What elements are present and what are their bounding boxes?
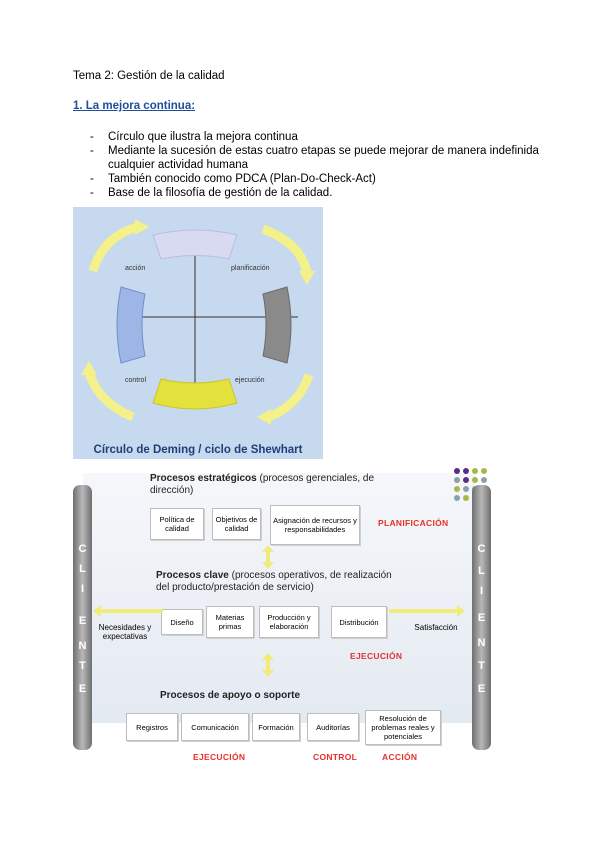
satisfaccion-text: Satisfacción <box>406 623 466 632</box>
plan-segment <box>153 230 237 259</box>
list-item: -Mediante la sucesión de estas cuatro et… <box>73 144 553 172</box>
document-title: Tema 2: Gestión de la calidad <box>73 70 225 82</box>
double-arrow-icon <box>261 653 275 677</box>
bullet-text: Base de la filosofía de gestión de la ca… <box>108 187 332 199</box>
pillar-letter: T <box>472 660 491 672</box>
arrowhead <box>257 409 271 425</box>
left-arrow-icon <box>93 605 163 617</box>
process-box: Diseño <box>161 609 203 635</box>
deming-cycle-diagram <box>73 207 323 442</box>
arrowhead <box>299 271 315 285</box>
label-accion: acción <box>125 265 145 272</box>
process-map-figure: C L I E N T E C L I E N T E Procesos est… <box>73 465 494 750</box>
pillar-letter: L <box>73 563 92 575</box>
bullet-marker: - <box>90 186 94 200</box>
process-box: Formación <box>252 713 300 741</box>
process-box: Materias primas <box>206 606 254 638</box>
process-box: Producción y elaboración <box>259 606 319 638</box>
pillar-letter: I <box>472 585 491 597</box>
process-box: Política de calidad <box>150 508 204 540</box>
label-ejecucion: ejecución <box>235 377 265 384</box>
necesidades-text: Necesidades y expectativas <box>95 623 155 641</box>
process-box: Registros <box>126 713 178 741</box>
process-box: Distribución <box>331 606 387 638</box>
list-item: - Círculo que ilustra la mejora continua <box>73 130 553 144</box>
key-processes-heading: Procesos clave (procesos operativos, de … <box>156 570 406 594</box>
bullet-text: Círculo que ilustra la mejora continua <box>108 131 298 143</box>
label-planificacion: planificación <box>231 265 270 272</box>
right-arrow-icon <box>389 605 465 617</box>
phase-label-control: CONTROL <box>313 752 357 762</box>
process-box: Asignación de recursos y responsabilidad… <box>270 505 360 545</box>
pillar-letter: E <box>73 615 92 627</box>
list-item: - También conocido como PDCA (Plan-Do-Che… <box>73 172 553 186</box>
pillar-letter: N <box>73 640 92 652</box>
figure-caption: Círculo de Deming / ciclo de Shewhart <box>73 444 323 456</box>
label-control: control <box>125 377 146 384</box>
process-box: Comunicación <box>181 713 249 741</box>
pillar-letter: C <box>472 543 491 555</box>
cliente-pillar-right: C L I E N T E <box>472 485 491 750</box>
heading-title: Procesos estratégicos <box>150 473 257 484</box>
pillar-letter: N <box>472 637 491 649</box>
check-segment <box>153 379 237 409</box>
strategic-processes-heading: Procesos estratégicos (procesos gerencia… <box>150 473 385 497</box>
phase-label-ejecucion: EJECUCIÓN <box>350 651 402 661</box>
pillar-letter: E <box>472 683 491 695</box>
process-box: Auditorías <box>307 713 359 741</box>
cliente-pillar-left: C L I E N T E <box>73 485 92 750</box>
pillar-letter: L <box>472 565 491 577</box>
double-arrow-icon <box>261 545 275 569</box>
process-box: Objetivos de calidad <box>212 508 261 540</box>
pillar-letter: E <box>73 683 92 695</box>
pillar-letter: I <box>73 583 92 595</box>
do-segment <box>263 287 291 363</box>
phase-label-accion: ACCIÓN <box>382 752 417 762</box>
bullet-text: También conocido como PDCA (Plan-Do-Chec… <box>108 173 376 185</box>
pillar-letter: C <box>73 543 92 555</box>
heading-title: Procesos clave <box>156 570 229 581</box>
process-box: Resolución de problemas reales y potenci… <box>365 710 441 745</box>
bullet-list: -Círculo que ilustra la mejora continua … <box>73 130 553 200</box>
arrowhead <box>81 361 97 375</box>
act-segment <box>117 287 145 363</box>
section-heading: 1. La mejora continua: <box>73 100 195 112</box>
phase-label-planificacion: PLANIFICACIÓN <box>378 518 448 528</box>
bullet-text: Mediante la sucesión de estas cuatro eta… <box>108 145 539 171</box>
bullet-marker: - <box>90 144 94 158</box>
phase-label-ejecucion: EJECUCIÓN <box>193 752 245 762</box>
bullet-marker: - <box>90 130 94 144</box>
pillar-letter: T <box>73 660 92 672</box>
support-processes-heading: Procesos de apoyo o soporte <box>160 690 410 702</box>
bullet-marker: - <box>90 172 94 186</box>
arrow-do-to-check <box>269 375 309 417</box>
pillar-letter: E <box>472 612 491 624</box>
deming-cycle-figure: acción planificación control ejecución C… <box>73 207 323 459</box>
list-item: - Base de la filosofía de gestión de la c… <box>73 186 553 200</box>
arrowhead <box>135 219 149 235</box>
